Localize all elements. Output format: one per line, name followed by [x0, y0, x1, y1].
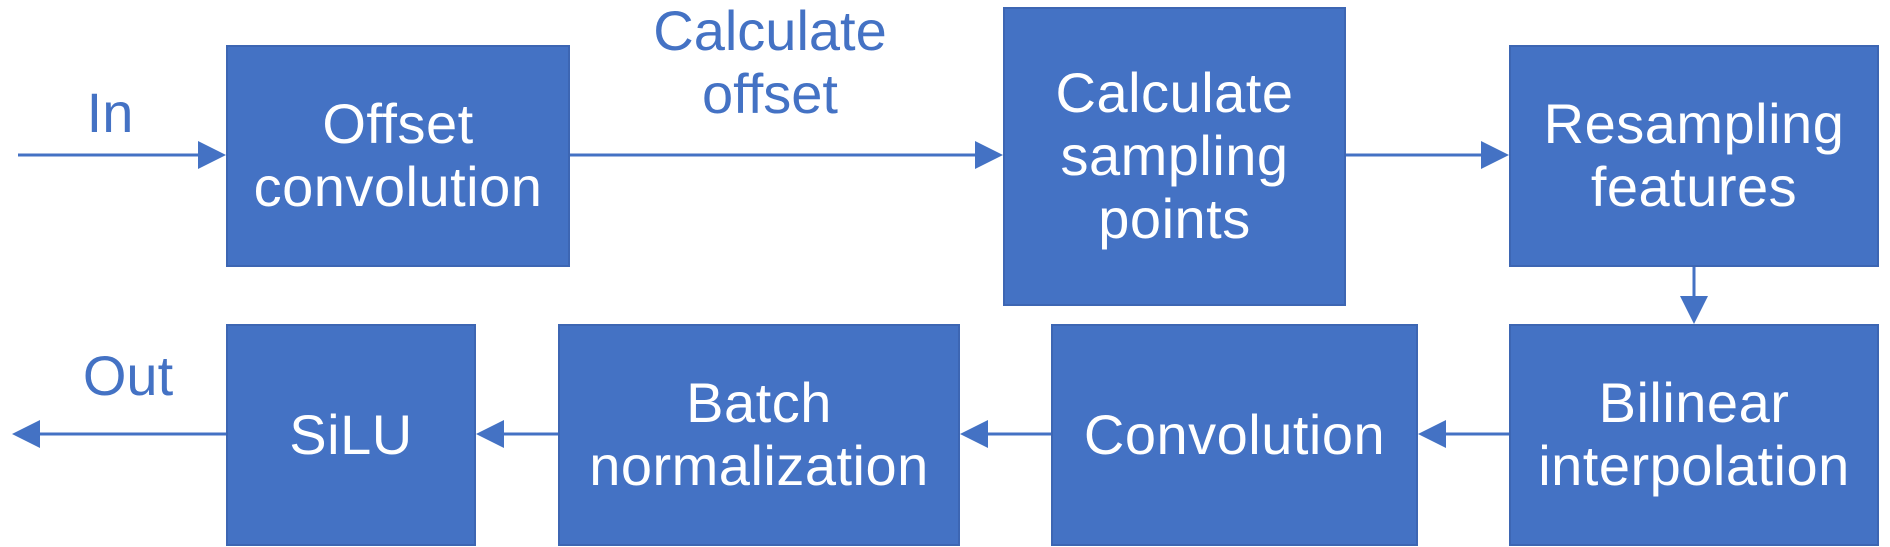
batch-normalization-box: Batch normalization	[558, 324, 960, 546]
offset-convolution-label: Offset convolution	[253, 92, 543, 218]
output-label: Out	[82, 344, 174, 407]
offset-convolution-box: Offset convolution	[226, 45, 570, 267]
calculate-sampling-points-label: Calculate sampling points	[1055, 61, 1294, 250]
arrow-bilinear-to-convolution	[1418, 420, 1509, 448]
arrow-resampling-to-bilinear	[1680, 266, 1708, 324]
resampling-features-label: Resampling features	[1543, 92, 1845, 218]
batch-normalization-label: Batch normalization	[589, 371, 929, 497]
arrow-silu-to-out	[12, 420, 226, 448]
bilinear-interpolation-box: Bilinear interpolation	[1509, 324, 1879, 546]
arrow-batch-norm-to-silu	[476, 420, 558, 448]
arrow-offset-conv-to-calc-sampling	[570, 141, 1003, 169]
calculate-sampling-points-box: Calculate sampling points	[1003, 7, 1346, 306]
resampling-features-box: Resampling features	[1509, 45, 1879, 267]
bilinear-interpolation-label: Bilinear interpolation	[1538, 371, 1850, 497]
arrow-convolution-to-batch-norm	[960, 420, 1051, 448]
convolution-box: Convolution	[1051, 324, 1418, 546]
silu-label: SiLU	[289, 402, 413, 466]
calculate-offset-label: Calculate offset	[653, 0, 887, 125]
convolution-label: Convolution	[1083, 402, 1386, 466]
input-label: In	[86, 81, 134, 144]
arrow-in-to-offset-conv	[18, 141, 226, 169]
arrow-calc-sampling-to-resampling	[1346, 141, 1509, 169]
silu-box: SiLU	[226, 324, 476, 546]
